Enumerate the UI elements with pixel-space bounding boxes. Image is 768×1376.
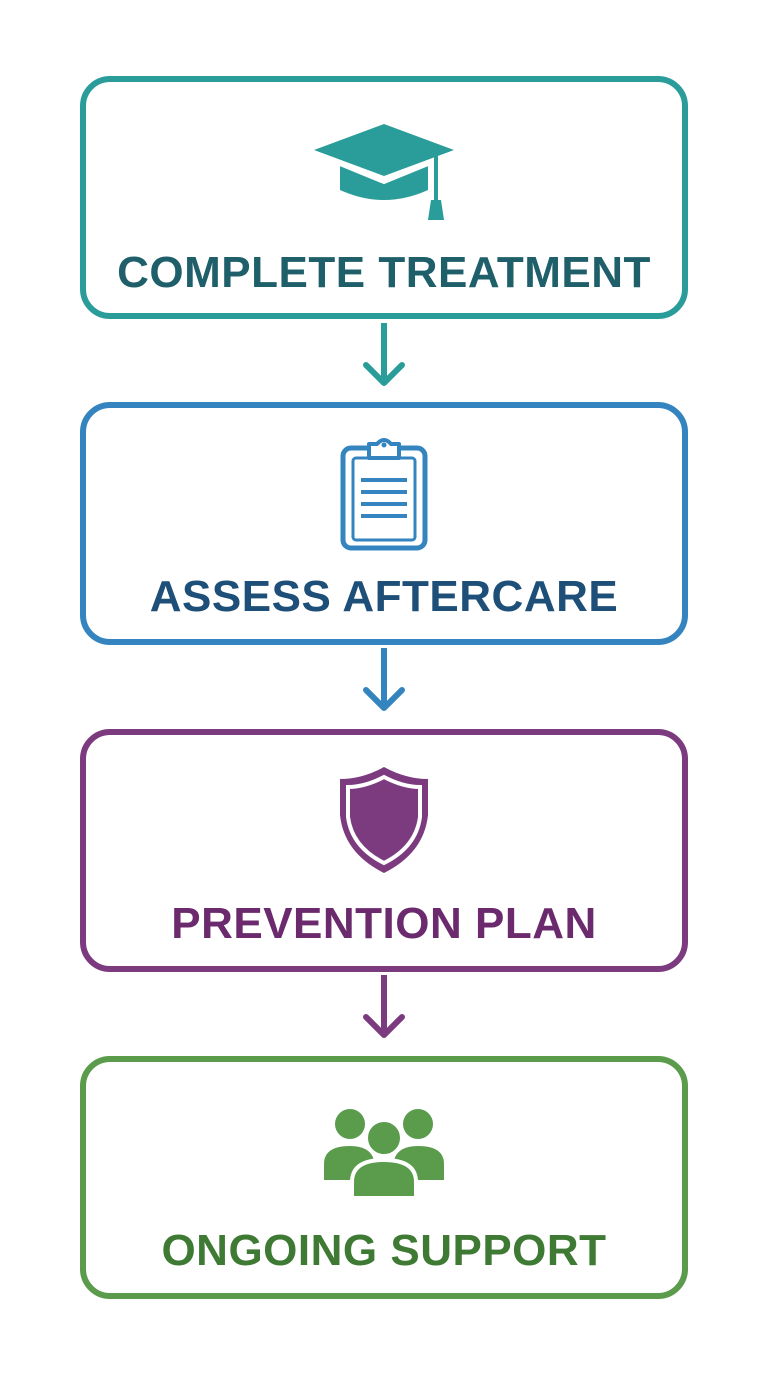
clipboard-icon	[340, 438, 428, 551]
down-arrow-1	[363, 323, 405, 386]
graduation-cap-icon	[314, 124, 454, 220]
down-arrow-2	[363, 648, 405, 711]
step-assess-aftercare: ASSESS AFTERCARE	[80, 402, 688, 645]
down-arrow-3	[363, 975, 405, 1038]
step-label: COMPLETE TREATMENT	[117, 248, 651, 297]
group-people-icon	[324, 1109, 444, 1198]
step-label: PREVENTION PLAN	[171, 899, 597, 948]
step-label: ONGOING SUPPORT	[161, 1226, 607, 1275]
step-label: ASSESS AFTERCARE	[149, 572, 619, 621]
step-complete-treatment: COMPLETE TREATMENT	[80, 76, 688, 319]
step-prevention-plan: PREVENTION PLAN	[80, 729, 688, 972]
shield-icon	[340, 767, 428, 873]
step-ongoing-support: ONGOING SUPPORT	[80, 1056, 688, 1299]
